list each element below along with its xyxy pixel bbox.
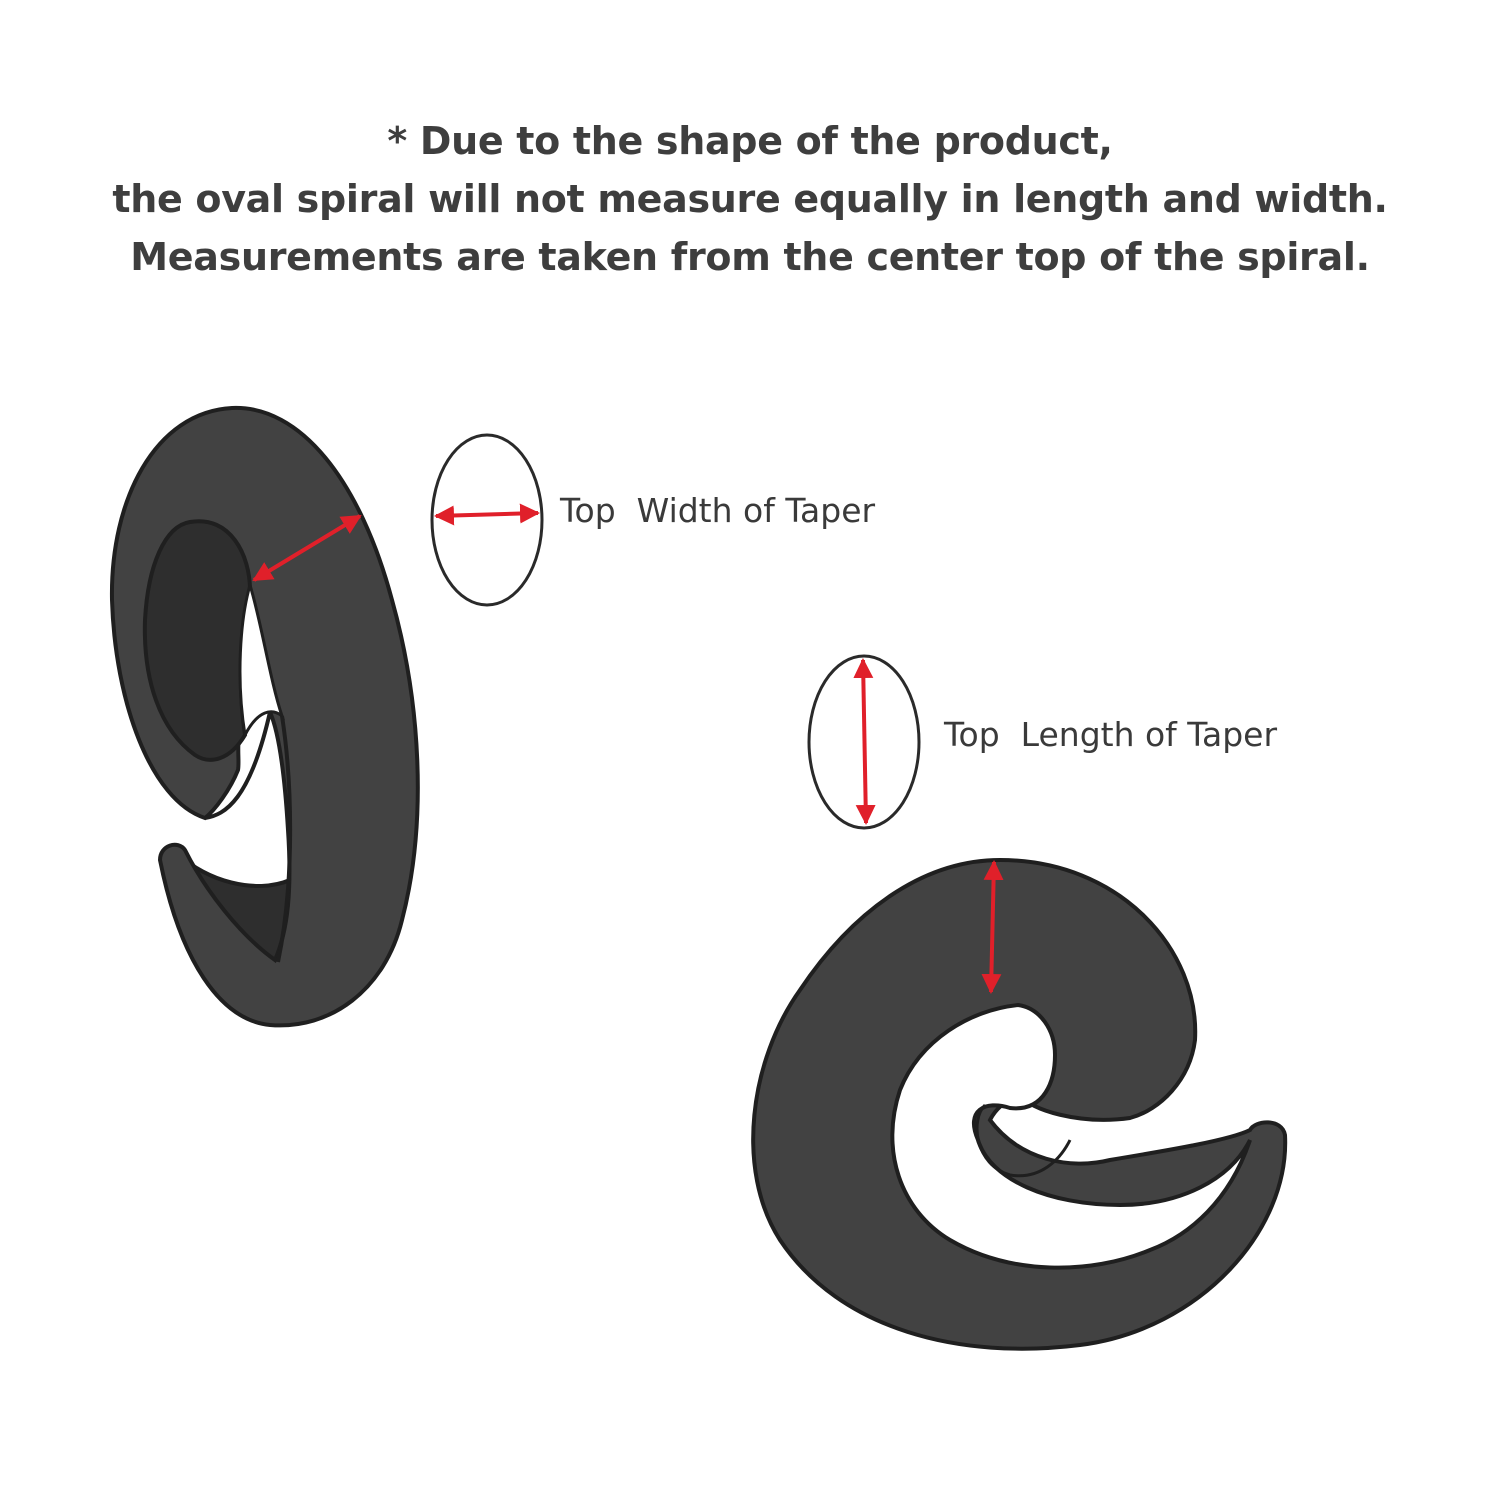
front-spiral-length-arrow [981, 860, 1004, 994]
width-cross-section [430, 433, 544, 607]
front-view-spiral [751, 857, 1288, 1351]
side-spiral-curl-edge [204, 711, 272, 820]
length-arrow [853, 658, 876, 825]
side-view-spiral [109, 405, 420, 1028]
front-spiral-channel [890, 1002, 1252, 1270]
width-oval [430, 433, 544, 607]
top-length-label: Top Length of Taper [944, 715, 1278, 754]
side-spiral-gap [238, 579, 286, 740]
width-arrow [434, 503, 540, 526]
front-spiral-curl-tip [975, 1103, 1072, 1178]
notice-line-2: the oval spiral will not measure equally… [112, 177, 1388, 221]
notice-line-3: Measurements are taken from the center t… [130, 235, 1370, 279]
length-cross-section [807, 654, 921, 830]
measurement-notice: * Due to the shape of the product, the o… [0, 112, 1500, 286]
notice-line-1: * Due to the shape of the product, [387, 119, 1113, 163]
side-spiral-inner-edge [276, 715, 293, 963]
side-spiral-width-arrow [252, 514, 362, 582]
top-width-label: Top Width of Taper [560, 491, 876, 530]
